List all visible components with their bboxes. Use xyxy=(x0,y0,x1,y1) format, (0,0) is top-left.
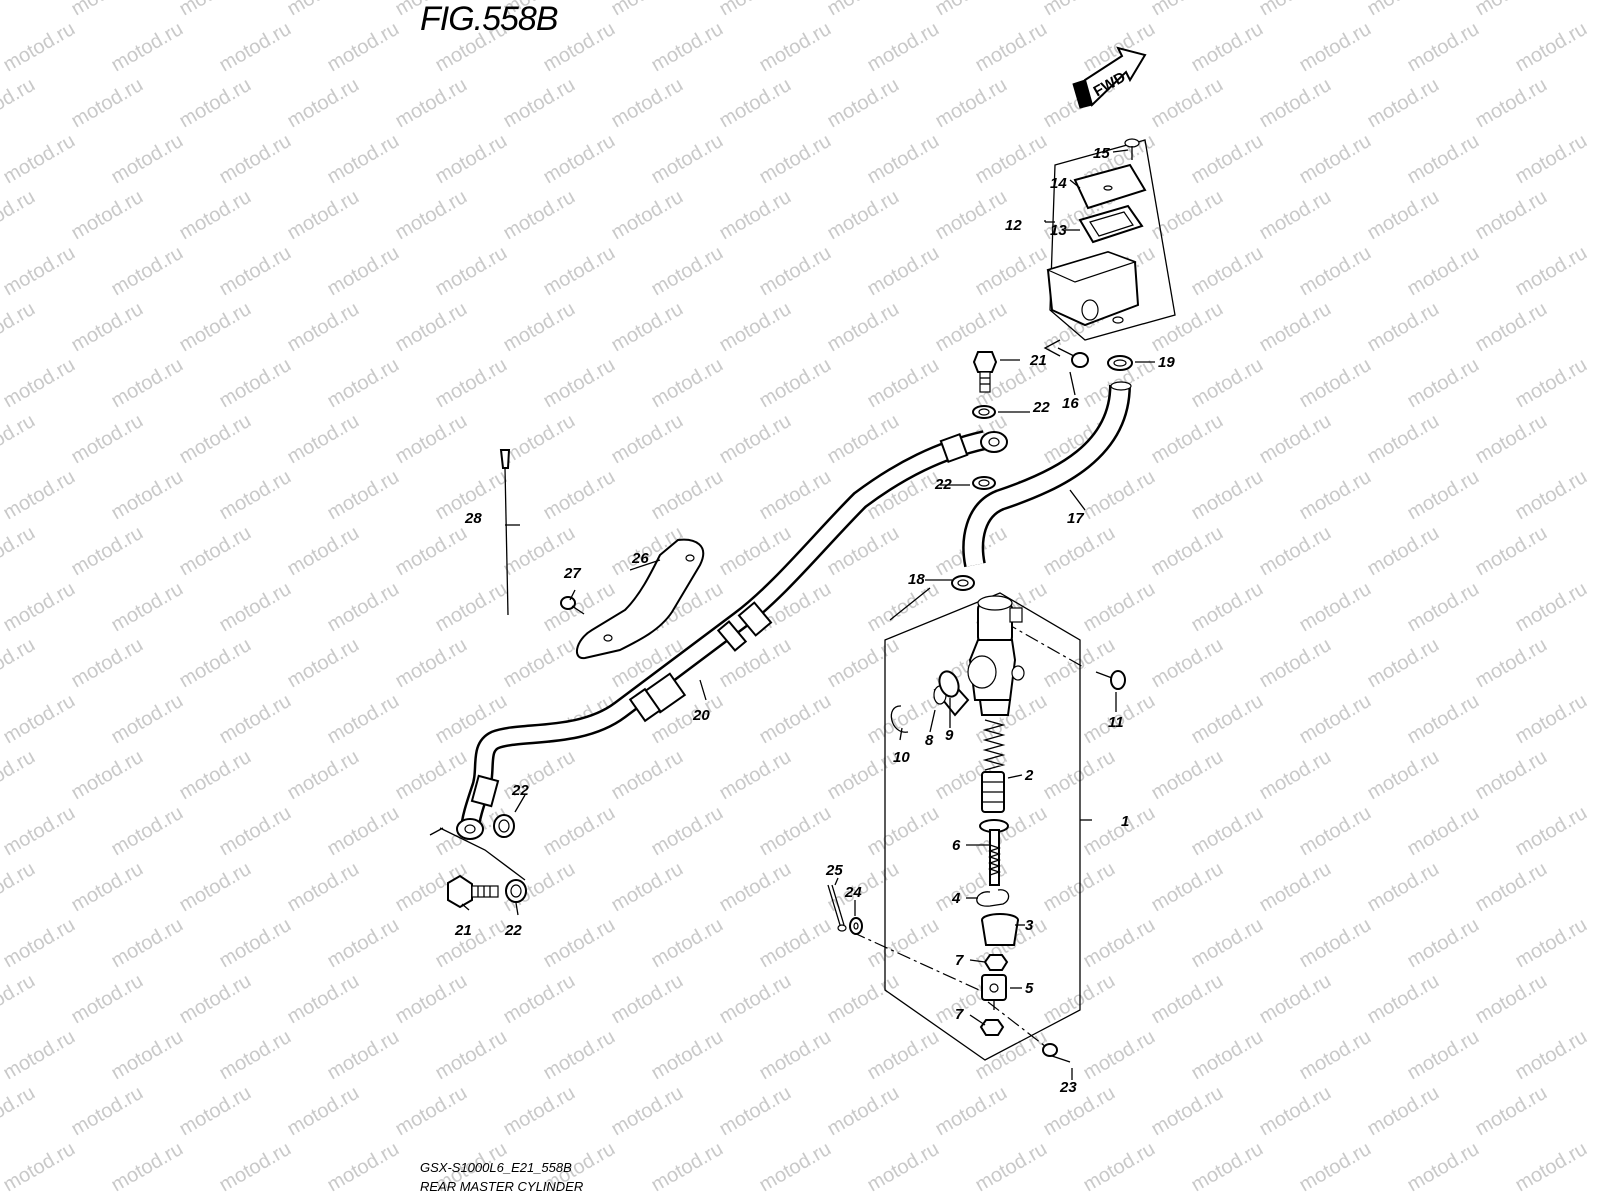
callout-11: 11 xyxy=(1108,714,1124,731)
reservoir-group xyxy=(1046,138,1176,341)
callout-15: 15 xyxy=(1093,145,1110,162)
bolt-16 xyxy=(1057,347,1089,368)
screw-15 xyxy=(1124,138,1140,160)
reservoir-body xyxy=(1046,250,1140,327)
boot-3 xyxy=(981,913,1019,946)
nut-7-upper xyxy=(983,954,1009,971)
union-bolt-lower xyxy=(447,874,499,909)
model-code-caption: GSX-S1000L6_E21_558B xyxy=(420,1160,572,1175)
circlip-4 xyxy=(976,889,1010,907)
cotter-pin-25 xyxy=(827,884,847,932)
callout-2: 2 xyxy=(1024,767,1034,784)
leader-lines xyxy=(461,149,1155,1080)
figure-name-caption: REAR MASTER CYLINDER xyxy=(420,1179,584,1194)
callout-21-lower: 21 xyxy=(454,922,472,939)
callout-26: 26 xyxy=(631,550,649,567)
bracket-26 xyxy=(576,538,705,660)
figure-title: FIG.558B xyxy=(420,0,559,38)
callout-7-upper: 7 xyxy=(955,952,964,969)
callout-10: 10 xyxy=(893,749,910,766)
callout-20: 20 xyxy=(692,707,710,724)
union-bolt-top xyxy=(972,351,998,393)
callout-7-lower: 7 xyxy=(955,1006,964,1023)
callout-3: 3 xyxy=(1025,917,1034,934)
callout-13: 13 xyxy=(1050,222,1067,239)
cable-tie xyxy=(499,449,511,616)
callout-17: 17 xyxy=(1067,510,1084,527)
callout-28: 28 xyxy=(464,510,482,527)
callout-14: 14 xyxy=(1050,175,1067,192)
reservoir-cap xyxy=(1073,163,1147,210)
callout-22-hose-end: 22 xyxy=(511,782,529,799)
push-rod-6 xyxy=(979,819,1009,886)
circlip-10 xyxy=(890,705,909,733)
callout-25: 25 xyxy=(825,862,843,879)
callout-5: 5 xyxy=(1025,980,1034,997)
callout-8: 8 xyxy=(925,732,934,749)
callout-9: 9 xyxy=(945,727,954,744)
bolt-11 xyxy=(1095,670,1126,690)
callout-22-mid: 22 xyxy=(934,476,952,493)
callout-27: 27 xyxy=(563,565,581,582)
callout-22-bottom: 22 xyxy=(504,922,522,939)
callout-23: 23 xyxy=(1059,1079,1077,1096)
hose-clamp-18 xyxy=(951,575,975,591)
callout-24: 24 xyxy=(844,884,862,901)
piston-2 xyxy=(981,771,1005,813)
nut-7-lower xyxy=(979,1019,1005,1036)
bolt-27 xyxy=(560,596,585,615)
spring xyxy=(982,719,1006,771)
callout-6: 6 xyxy=(952,837,961,854)
callouts: 1 2 3 4 5 6 7 7 8 9 10 11 12 13 14 15 16… xyxy=(454,145,1175,1096)
callout-19: 19 xyxy=(1158,354,1175,371)
fwd-arrow-icon: FWD xyxy=(1072,46,1147,109)
callout-18: 18 xyxy=(908,571,925,588)
clevis-5 xyxy=(981,974,1007,1010)
callout-12: 12 xyxy=(1005,217,1022,234)
callout-4: 4 xyxy=(951,890,961,907)
callout-21-top: 21 xyxy=(1029,352,1047,369)
o-ring-9 xyxy=(938,670,960,698)
callout-16: 16 xyxy=(1062,395,1079,412)
callout-22-top: 22 xyxy=(1032,399,1050,416)
hose-clamp-19 xyxy=(1107,355,1133,371)
diaphragm xyxy=(1078,204,1144,244)
master-cylinder-group-outline xyxy=(884,592,1081,1061)
callout-1: 1 xyxy=(1121,813,1129,830)
master-cylinder-body xyxy=(967,595,1025,716)
pin-23 xyxy=(1042,1043,1071,1063)
